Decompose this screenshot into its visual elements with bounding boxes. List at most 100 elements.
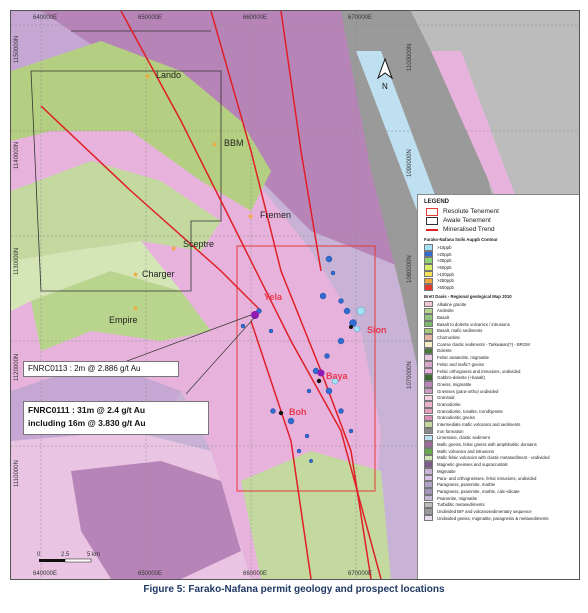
geology-item: Coarse clastic sediments - Tarkwaian(?) … [424,341,579,348]
resolute-tenement-swatch [426,207,438,216]
geology-swatch [424,414,433,422]
geology-label: Basalt to dolerite volcanics / intrusion… [437,321,510,327]
geology-label: Alkaline granite [437,301,467,307]
callout-fnrc0111-line2: including 16m @ 3.830 g/t Au [28,418,146,428]
legend-item-trend: Mineralised Trend [426,225,579,234]
geology-item: Iron formation [424,427,579,435]
soil-swatch [424,264,433,271]
callout-fnrc0113-text: FNRC0113 : 2m @ 2.886 g/t Au [28,364,141,373]
northing-label-2: 1140000N [14,142,20,169]
geology-label: Para- and orthogneisses, felsic intrusio… [437,475,537,481]
prospect-marker-sceptre: ★ [170,244,177,253]
geology-item: Alkaline granite [424,300,579,308]
map-legend: LEGEND Resolute Tenement Awale Tenement … [417,194,579,579]
geology-label: Psammite, migmatite [437,495,478,501]
geology-label: Intermediate mafic volcanics and sedimen… [437,422,521,428]
geology-label: Gneiss, migmatite [437,381,472,387]
northing-label-right-4: 1070000N [407,361,413,389]
soil-item: >500ppb [424,284,579,291]
geology-swatch [424,501,433,509]
geology-map[interactable]: ★ ★ ★ ★ ★ ★ Lando BBM Fremen Sceptre Cha… [10,10,580,580]
prospect-high-grade-markers [251,311,325,377]
prospect-label-empire: Empire [109,315,138,325]
figure-caption: Figure 5: Farako-Nafana permit geology a… [143,584,445,595]
geology-swatch [424,341,433,348]
geology-swatch [424,434,433,442]
geology-item: Psammite, migmatite [424,494,579,502]
geology-swatch [424,474,433,482]
prospect-marker-fremen: ★ [247,212,254,221]
geology-swatch [424,481,433,488]
soil-label: >100ppb [437,271,454,277]
north-arrow-label: N [382,82,388,91]
geology-swatch [424,347,433,355]
soil-item: >20ppb [424,250,579,258]
prospect-marker-charger: ★ [132,270,139,279]
geology-label: Magnetic gneisses and supracrustals [437,462,508,468]
geology-label: Granodiorite, tonalite, trondhjemite [437,408,503,414]
geology-item: Para- and orthogneisses, felsic intrusio… [424,474,579,482]
geology-item: Basalt to dolerite volcanics / intrusion… [424,320,579,328]
geology-swatch [424,441,433,448]
soil-item: >250ppb [424,277,579,285]
soil-anomalies-high [331,306,366,385]
geology-swatch [424,461,433,468]
geology-label: Basalt, mafic sediments [437,328,483,334]
soil-item: >100ppb [424,270,579,278]
soil-item: >10ppb [424,244,579,251]
mineralised-trends [40,11,382,579]
awale-tenement [30,30,222,292]
soil-label: >50ppb [437,264,452,270]
geology-swatch [424,454,433,462]
prospect-label-sion: Sion [367,325,387,335]
geology-label: Mafic gneiss, felsic gneiss with amphibo… [437,442,537,448]
prospect-label-baya: Baya [326,371,349,381]
geology-label: Iron formation [437,428,464,434]
soil-swatch [424,257,433,264]
geology-item: Gneiss, migmatite [424,381,579,388]
geology-label: Coarse clastic sediments - Tarkwaian(?) … [437,341,530,347]
geology-label: Gabbro-dolerite (+basalt) [437,375,485,381]
geology-item: Dolerite [424,347,579,355]
callout-fnrc0111-line1: FNRC0111 : 31m @ 2.4 g/t Au [28,405,146,415]
geology-label: Limestone, clastic sediment [437,435,490,441]
prospect-markers: ★ ★ ★ ★ ★ ★ [132,72,254,313]
geology-item: Gabbro-dolerite (+basalt) [424,374,579,381]
soil-label: >250ppb [437,278,454,284]
geology-item: Granodioritic gneiss [424,414,579,422]
intermediate-unit-west [11,241,181,311]
geology-item: Gneisses (para-ortho) undivided [424,387,579,395]
callout-fnrc0113: FNRC0113 : 2m @ 2.886 g/t Au [23,361,179,377]
geology-label: Undivided BIF and volcanosedimentary seq… [437,508,532,514]
easting-label-top-3: 660000E [243,15,267,21]
north-arrow-icon: N [376,57,394,91]
basalt-unit-south [241,451,391,579]
geology-swatch [424,381,433,388]
geology-item: Undivided BIF and volcanosedimentary seq… [424,508,579,515]
northing-label-4: 1120000N [14,354,20,381]
geology-item: Basalt [424,314,579,321]
scale-tick-2-5: 2.5 [61,552,70,558]
legend-item-resolute: Resolute Tenement [426,207,579,216]
geology-swatch [424,488,433,495]
geology-label: Charnockite [437,335,460,341]
gneiss-band-south [71,461,241,579]
scale-tick-5km: 5 km [87,552,100,558]
felsic-strip-east [431,51,521,231]
geology-item: Undivided gneiss, migmatite, paragneiss … [424,514,579,522]
geology-swatch [424,448,433,455]
easting-label-bottom-2: 650000E [138,571,162,577]
geology-swatch [424,401,433,408]
legend-geology-heading: Brett Davis - Regional geological Map 20… [424,293,512,299]
northing-label-1: 1150000N [14,36,20,63]
soil-swatch [424,284,433,291]
legend-item-resolute-label: Resolute Tenement [443,208,499,215]
soil-swatch [424,277,433,285]
easting-label-bottom-4: 670000E [348,571,372,577]
geology-label: Granitoid [437,395,455,401]
soil-label: >500ppb [437,284,454,290]
prospect-marker-bbm: ★ [211,140,218,149]
scale-tick-0: 0 [37,552,41,558]
northing-label-3: 1130000N [14,248,20,275]
